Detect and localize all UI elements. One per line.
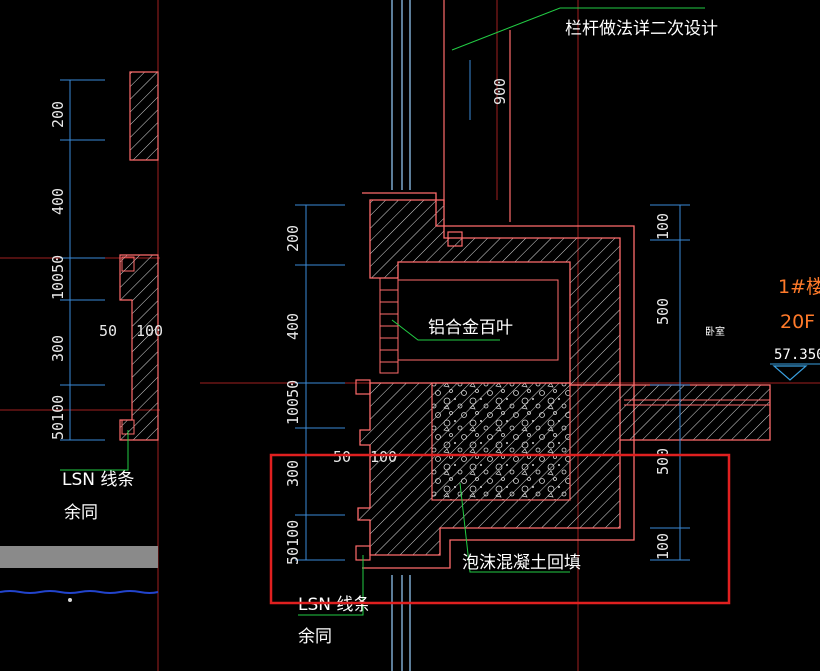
main-dim-1: 200 (284, 225, 302, 252)
top-dim: 900 (491, 78, 509, 105)
side-dim-4: 100 (654, 533, 672, 560)
left-inner-dim-1: 50 (99, 322, 117, 340)
same-label-right: 余同 (298, 627, 332, 647)
left-detail: 200 400 10050 300 50100 50 100 LSN 线条 余同 (0, 71, 163, 602)
main-dim-4: 300 (284, 460, 302, 487)
left-dim-1: 200 (49, 101, 67, 128)
left-dim-2: 400 (49, 188, 67, 215)
side-dim-1: 100 (654, 213, 672, 240)
glazing-lines (391, 0, 411, 671)
highlight-box (269, 453, 731, 605)
main-wall-section (355, 192, 771, 569)
lsn-label-right: LSN 线条 (298, 595, 370, 615)
main-inner-dim-1: 50 (333, 448, 351, 466)
main-inner-dim-2: 100 (370, 448, 397, 466)
main-dim-3: 10050 (284, 380, 302, 425)
level-triangle-icon (772, 365, 808, 381)
left-dim-5: 50100 (49, 395, 67, 440)
foam-fill-note: 泡沫混凝土回填 (462, 553, 581, 573)
floor-label: 20F (780, 311, 815, 333)
side-dim-2: 500 (654, 298, 672, 325)
lsn-label-left: LSN 线条 (62, 470, 134, 490)
left-dim-4: 300 (49, 335, 67, 362)
bedroom-label: 卧室 (705, 325, 725, 338)
leader-lines (298, 7, 705, 616)
same-label-left: 余同 (64, 503, 98, 523)
main-dimension-lines (295, 60, 690, 561)
left-dim-3: 10050 (49, 255, 67, 300)
main-dim-5: 50100 (284, 520, 302, 565)
building-label: 1#楼 (778, 276, 820, 298)
side-dim-3: 500 (654, 448, 672, 475)
main-dim-2: 400 (284, 313, 302, 340)
left-inner-dim-2: 100 (136, 322, 163, 340)
railing-note: 栏杆做法详二次设计 (565, 19, 718, 39)
louver-note: 铝合金百叶 (428, 318, 513, 338)
elevation-label: 57.350 (774, 347, 820, 363)
